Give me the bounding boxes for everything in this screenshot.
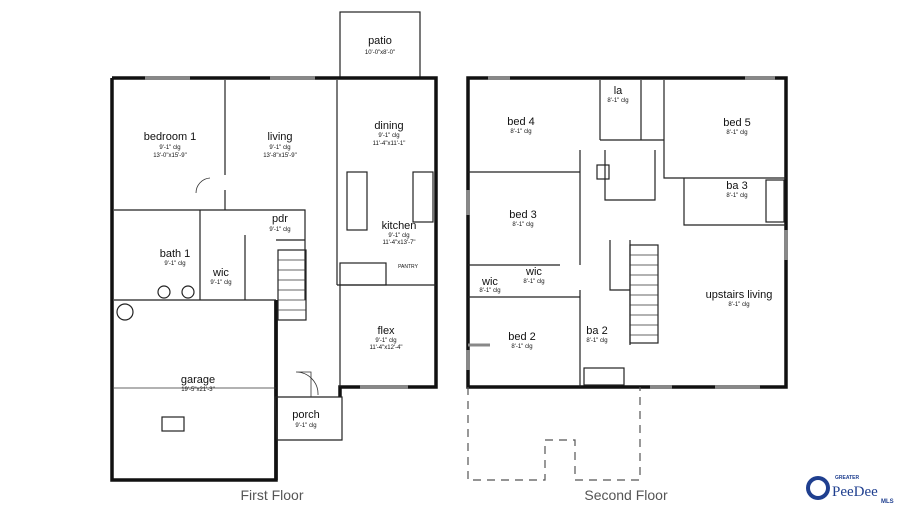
svg-text:9'-1" clg: 9'-1" clg xyxy=(378,133,399,139)
room-label-pdr: pdr xyxy=(272,213,288,225)
first-floor-caption: First Floor xyxy=(241,487,304,503)
first-floor-plan: patio 10'-0"x8'-0" bedroom 1 9'-1" clg 1… xyxy=(110,11,438,503)
svg-text:8'-1" clg: 8'-1" clg xyxy=(510,129,531,135)
kitchen-island xyxy=(346,171,368,231)
room-label-wic: wic xyxy=(481,276,498,288)
svg-text:11'-4"x11'-1": 11'-4"x11'-1" xyxy=(373,141,406,147)
room-label-upstairs-living: upstairs living xyxy=(706,289,773,301)
room-label-bed-2: bed 2 xyxy=(508,331,536,343)
kitchen-counter xyxy=(412,171,434,223)
garage-roof-outline xyxy=(467,387,641,481)
room-label-porch: porch xyxy=(292,409,320,421)
svg-text:9'-1" clg: 9'-1" clg xyxy=(295,423,316,429)
svg-text:8'-1" clg: 8'-1" clg xyxy=(511,344,532,350)
windows xyxy=(466,76,788,389)
svg-text:19'-5"x21'-3": 19'-5"x21'-3" xyxy=(181,387,215,393)
svg-text:8'-1" clg: 8'-1" clg xyxy=(607,98,628,104)
room-label-bed-4: bed 4 xyxy=(507,116,535,128)
svg-text:8'-1" clg: 8'-1" clg xyxy=(479,288,500,294)
svg-text:13'-0"x15'-9": 13'-0"x15'-9" xyxy=(153,153,187,159)
svg-text:10'-0"x8'-0": 10'-0"x8'-0" xyxy=(365,50,395,56)
svg-text:9'-1" clg: 9'-1" clg xyxy=(210,280,231,286)
svg-text:PeeDee: PeeDee xyxy=(832,484,878,500)
svg-text:13'-8"x15'-9": 13'-8"x15'-9" xyxy=(263,153,297,159)
porch-walls xyxy=(274,396,343,441)
room-label-patio: patio xyxy=(368,35,392,47)
svg-text:9'-1" clg: 9'-1" clg xyxy=(159,145,180,151)
room-label-pantry: PANTRY xyxy=(398,264,418,270)
kitchen-counter-lower xyxy=(339,262,387,286)
bathtub-ba3 xyxy=(765,179,785,223)
second-floor-caption: Second Floor xyxy=(584,487,668,503)
room-label-bath-1: bath 1 xyxy=(160,248,191,260)
svg-text:8'-1" clg: 8'-1" clg xyxy=(726,193,747,199)
svg-text:9'-1" clg: 9'-1" clg xyxy=(269,227,290,233)
room-label-kitchen: kitchen xyxy=(382,220,417,232)
svg-text:8'-1" clg: 8'-1" clg xyxy=(523,279,544,285)
svg-text:11'-4"x12'-4": 11'-4"x12'-4" xyxy=(369,345,402,351)
stairs xyxy=(277,249,307,321)
room-label-flex: flex xyxy=(377,325,395,337)
svg-text:9'-1" clg: 9'-1" clg xyxy=(388,233,409,239)
room-label-living: living xyxy=(267,131,292,143)
room-label-ba-2: ba 2 xyxy=(586,325,607,337)
svg-text:9'-1" clg: 9'-1" clg xyxy=(164,261,185,267)
water-heater xyxy=(116,303,134,321)
room-label-bed-3: bed 3 xyxy=(509,209,537,221)
room-label-la: la xyxy=(614,85,623,97)
room-label-wic: wic xyxy=(212,267,229,279)
stairs xyxy=(629,244,659,344)
second-floor-plan: bed 4 8'-1" clg la 8'-1" clg bed 5 8'-1"… xyxy=(466,76,788,503)
room-label-bed-5: bed 5 xyxy=(723,117,751,129)
svg-text:GREATER: GREATER xyxy=(835,475,859,481)
peedee-mls-logo: GREATER PeeDee MLS xyxy=(806,475,894,505)
svg-text:8'-1" clg: 8'-1" clg xyxy=(728,302,749,308)
svg-text:9'-1" clg: 9'-1" clg xyxy=(269,145,290,151)
room-label-ba-3: ba 3 xyxy=(726,180,747,192)
sink-icon xyxy=(157,285,171,299)
svg-text:8'-1" clg: 8'-1" clg xyxy=(586,338,607,344)
windows xyxy=(145,76,408,389)
bathtub-ba2 xyxy=(583,367,625,386)
svg-text:MLS: MLS xyxy=(881,499,894,505)
garage-fixture xyxy=(161,416,185,432)
svg-text:8'-1" clg: 8'-1" clg xyxy=(726,130,747,136)
svg-text:9'-1" clg: 9'-1" clg xyxy=(375,338,396,344)
sink-icon xyxy=(181,285,195,299)
room-label-bedroom-1: bedroom 1 xyxy=(144,131,197,143)
svg-text:8'-1" clg: 8'-1" clg xyxy=(512,222,533,228)
room-label-wic: wic xyxy=(525,266,542,278)
room-label-dining: dining xyxy=(374,120,403,132)
room-label-garage: garage xyxy=(181,374,215,386)
svg-text:11'-4"x13'-7": 11'-4"x13'-7" xyxy=(382,240,415,246)
